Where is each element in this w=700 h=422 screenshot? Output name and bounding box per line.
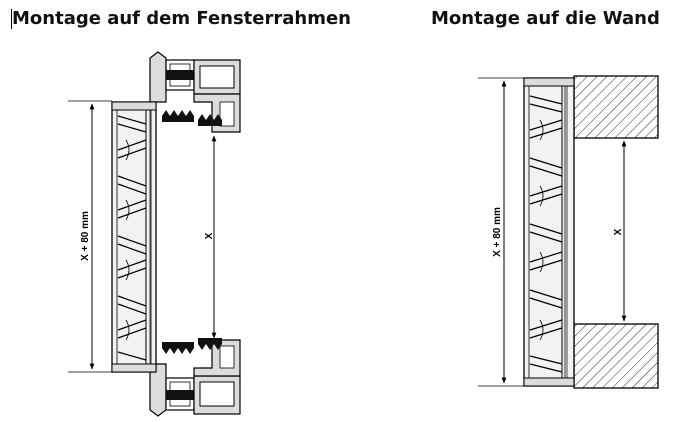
dimension-label-outer-left: X + 80 mm xyxy=(80,211,91,261)
title-frame-mounting: Montage auf dem Fensterrahmen xyxy=(12,8,351,29)
dimension-label-inner-right: X xyxy=(613,228,624,235)
wall-top xyxy=(573,75,659,139)
dimension-label-inner-left: X xyxy=(204,232,215,239)
window-frame-top xyxy=(149,51,241,133)
seal-top xyxy=(162,110,222,126)
ventilation-grille-right xyxy=(523,77,575,387)
text-cursor xyxy=(11,9,12,29)
dimension-outer-left xyxy=(68,100,112,373)
seal-bottom xyxy=(162,338,222,354)
title-wall-mounting: Montage auf die Wand xyxy=(431,8,660,29)
window-frame-bottom xyxy=(149,339,241,417)
dimension-outer-right xyxy=(478,77,524,387)
wall-bottom xyxy=(573,323,659,389)
dimension-label-outer-right: X + 80 mm xyxy=(492,207,503,257)
ventilation-grille-left xyxy=(111,101,157,373)
